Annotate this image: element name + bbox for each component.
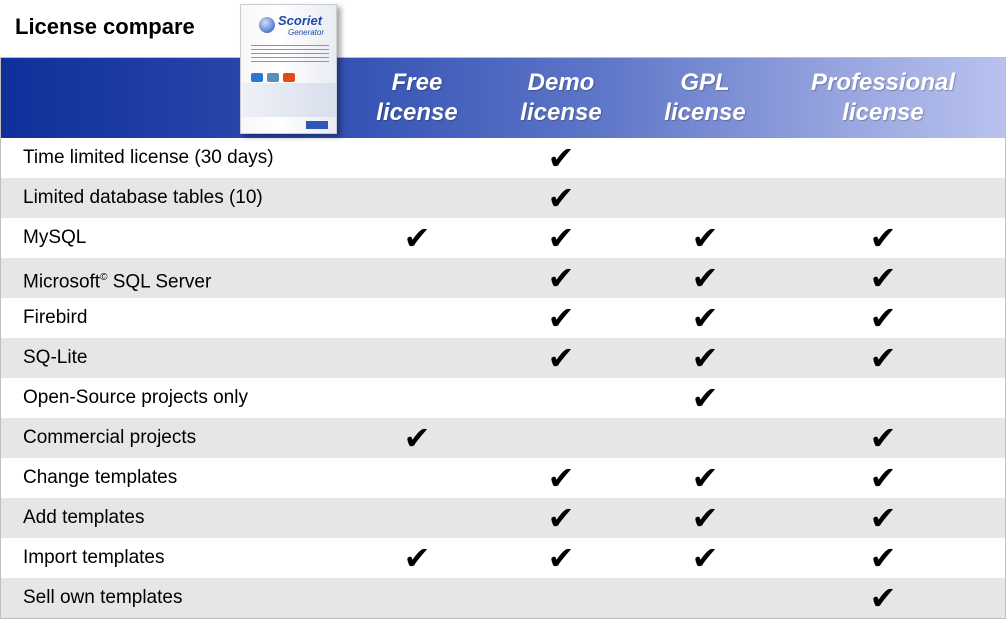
checkmark-icon: ✔ [869,219,897,257]
column-header-1: Free license [357,68,477,132]
checkmark-icon: ✔ [869,459,897,497]
feature-text: SQ-Lite [23,347,88,368]
checkmark-icon: ✔ [403,539,431,577]
feature-text: Add templates [23,507,145,528]
checkmark-icon: ✔ [691,299,719,337]
table-row: Change templates ✔ ✔ ✔ [1,458,1005,498]
checkmark-icon: ✔ [869,299,897,337]
feature-label: MySQL [23,218,86,258]
checkmark-icon: ✔ [547,179,575,217]
column-header-2: Demo license [501,68,621,132]
feature-text: Sell own templates [23,587,183,608]
checkmark-icon: ✔ [691,339,719,377]
column-header-line1: Demo [527,69,595,96]
feature-text: Limited database tables (10) [23,187,263,208]
checkmark-icon: ✔ [691,499,719,537]
feature-label: Firebird [23,298,87,338]
column-header-3: GPL license [645,68,765,132]
feature-label: Add templates [23,498,144,538]
windows-logo-icon [251,72,263,82]
feature-text: Time limited license (30 days) [23,147,274,168]
column-header-line1: Free [391,69,443,96]
column-header-line1: Professional [810,69,956,96]
checkmark-icon: ✔ [869,539,897,577]
product-box-strip [241,83,336,117]
checkmark-icon: ✔ [691,459,719,497]
checkmark-icon: ✔ [691,379,719,417]
table-row: Limited database tables (10) ✔ [1,178,1005,218]
page-title: License compare [15,14,195,39]
table-row: Firebird ✔ ✔ ✔ [1,298,1005,338]
checkmark-icon: ✔ [547,259,575,297]
feature-label: Change templates [23,458,177,498]
feature-label: Microsoft© SQL Server [23,258,211,298]
table-row: MySQL ✔ ✔ ✔ ✔ [1,218,1005,258]
feature-label: Time limited license (30 days) [23,138,274,178]
checkmark-icon: ✔ [869,339,897,377]
feature-label: Limited database tables (10) [23,178,263,218]
product-logo-icon [259,17,275,33]
checkmark-icon: ✔ [403,419,431,457]
checkmark-icon: ✔ [547,539,575,577]
table-row: Import templates ✔ ✔ ✔ ✔ [1,538,1005,578]
column-header-line1: GPL [680,69,730,96]
feature-text: Microsoft [23,271,101,293]
feature-label: Open-Source projects only [23,378,248,418]
feature-text: Import templates [23,547,165,568]
feature-text: Open-Source projects only [23,387,248,408]
checkmark-icon: ✔ [547,459,575,497]
checkmark-icon: ✔ [869,499,897,537]
checkmark-icon: ✔ [869,419,897,457]
column-header-line2: license [842,99,924,126]
feature-label: Sell own templates [23,578,182,618]
checkmark-icon: ✔ [691,539,719,577]
product-box-image: Scoriet Generator [240,4,337,134]
feature-label: Commercial projects [23,418,196,458]
table-row: Microsoft© SQL Server ✔ ✔ ✔ [1,258,1005,298]
product-box-badge [306,121,328,129]
table-row: SQ-Lite ✔ ✔ ✔ [1,338,1005,378]
checkmark-icon: ✔ [547,339,575,377]
product-description-lines [251,45,329,65]
feature-label: SQ-Lite [23,338,87,378]
table-row: Time limited license (30 days) ✔ [1,138,1005,178]
table-row: Add templates ✔ ✔ ✔ [1,498,1005,538]
table-row: Commercial projects ✔ ✔ [1,418,1005,458]
column-header-line2: license [376,99,458,126]
mysql-logo-icon [267,72,279,82]
table-row: Sell own templates ✔ [1,578,1005,618]
feature-text: Change templates [23,467,178,488]
column-header-line2: license [520,99,602,126]
feature-text: Firebird [23,307,88,328]
product-db-logos [251,71,329,83]
checkmark-icon: ✔ [547,499,575,537]
feature-text-rest: SQL Server [107,271,212,293]
column-header-line2: license [664,99,746,126]
copyright-mark: © [100,272,108,283]
firebird-logo-icon [283,72,295,82]
product-subtitle: Generator [288,28,325,37]
checkmark-icon: ✔ [869,579,897,617]
table-row: Open-Source projects only ✔ [1,378,1005,418]
checkmark-icon: ✔ [547,139,575,177]
feature-label: Import templates [23,538,165,578]
checkmark-icon: ✔ [691,259,719,297]
checkmark-icon: ✔ [547,219,575,257]
checkmark-icon: ✔ [403,219,431,257]
column-header-4: Professional license [783,68,983,132]
feature-text: Commercial projects [23,427,197,448]
checkmark-icon: ✔ [691,219,719,257]
feature-text: MySQL [23,227,87,248]
product-brand: Scoriet [278,13,323,28]
checkmark-icon: ✔ [547,299,575,337]
checkmark-icon: ✔ [869,259,897,297]
